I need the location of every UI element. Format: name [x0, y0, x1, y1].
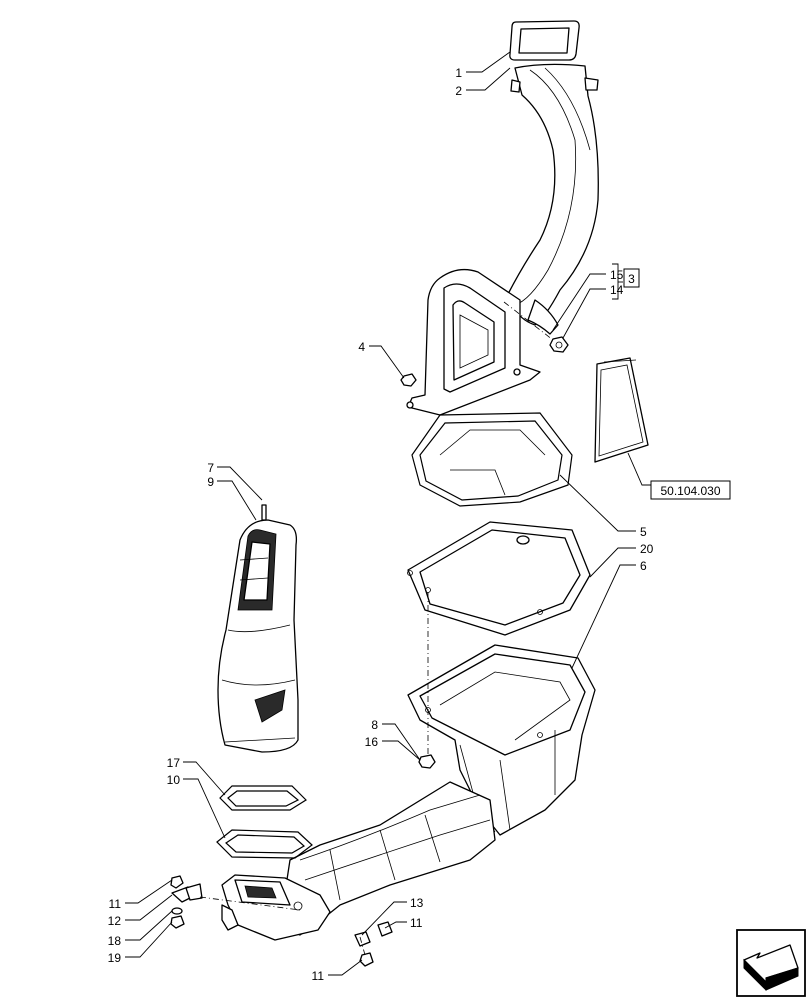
- callout-4: 4: [358, 340, 365, 354]
- side-vent-nozzle: [217, 504, 299, 753]
- callout-labels: 1 2 4 15 14 7 9 5 20 6 8 16 17 10 11 12 …: [108, 66, 654, 983]
- navigation-arrow-icon[interactable]: [736, 929, 806, 997]
- callout-16: 16: [365, 735, 379, 749]
- callout-5: 5: [640, 525, 647, 539]
- callout-15: 15: [610, 268, 624, 282]
- nut-4: [400, 373, 417, 387]
- upper-air-duct: [504, 63, 599, 335]
- upper-duct-base: [406, 268, 541, 416]
- hardware-bottom: [354, 921, 393, 967]
- callout-13: 13: [410, 896, 424, 910]
- callout-9: 9: [207, 475, 214, 489]
- callout-10: 10: [167, 773, 181, 787]
- callout-1: 1: [455, 66, 462, 80]
- callout-20: 20: [640, 542, 654, 556]
- alignment-lines: [199, 301, 554, 956]
- callout-11-left: 11: [109, 897, 122, 911]
- callout-12: 12: [108, 914, 122, 928]
- ref-box-filter-label: 50.104.030: [660, 484, 720, 498]
- callout-11-right: 11: [410, 916, 423, 930]
- callout-18: 18: [108, 934, 122, 948]
- callout-17: 17: [167, 756, 181, 770]
- frame-gasket-20: [407, 521, 591, 636]
- callout-14: 14: [610, 283, 624, 297]
- nut-8-16: [418, 754, 436, 769]
- ref-box-3-label: 3: [628, 272, 635, 286]
- callout-6: 6: [640, 559, 647, 573]
- callout-19: 19: [108, 951, 122, 965]
- gasket-10: [216, 829, 313, 859]
- bracket-15-14: [612, 263, 623, 300]
- ref-box-3[interactable]: 3: [623, 268, 640, 288]
- callout-8: 8: [371, 718, 378, 732]
- cabin-air-filter: [594, 357, 649, 463]
- callout-7: 7: [207, 461, 214, 475]
- lower-outlet-vent: [221, 874, 331, 941]
- upper-gasket: [411, 412, 573, 507]
- hose-clamp: [549, 336, 569, 353]
- hardware-lower-left: [170, 875, 203, 929]
- ref-box-filter[interactable]: 50.104.030: [650, 480, 731, 500]
- callout-2: 2: [455, 84, 462, 98]
- top-outlet-grille: [509, 20, 580, 61]
- leader-lines: [125, 51, 655, 976]
- air-duct-housing: [407, 644, 596, 836]
- callout-11-bottom: 11: [312, 969, 325, 983]
- gasket-17: [219, 785, 307, 811]
